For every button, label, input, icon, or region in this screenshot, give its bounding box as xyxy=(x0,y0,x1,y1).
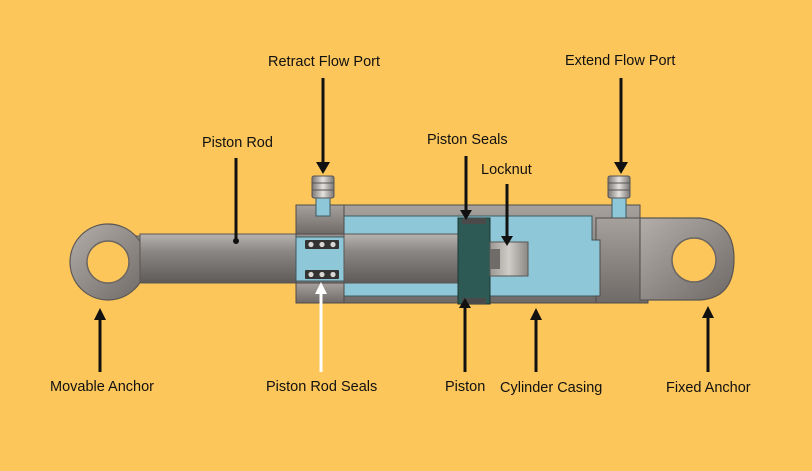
label-retract-flow-port: Retract Flow Port xyxy=(268,54,380,70)
label-locknut: Locknut xyxy=(481,162,532,178)
retract-port-fitting xyxy=(311,175,335,199)
piston-rod-seals xyxy=(305,240,339,279)
piston-rod-inner xyxy=(343,233,459,284)
label-piston: Piston xyxy=(445,379,486,395)
locknut xyxy=(489,241,529,277)
label-extend-flow-port: Extend Flow Port xyxy=(565,53,676,69)
movable-anchor xyxy=(69,223,149,301)
extend-port-fitting xyxy=(607,175,631,199)
label-movable-anchor: Movable Anchor xyxy=(50,379,154,395)
label-piston-rod: Piston Rod xyxy=(202,135,273,151)
piston-seal-top xyxy=(462,218,486,224)
label-cylinder-casing: Cylinder Casing xyxy=(500,380,603,396)
leader-arrows xyxy=(94,78,714,372)
label-piston-rod-seals: Piston Rod Seals xyxy=(266,379,378,395)
label-fixed-anchor: Fixed Anchor xyxy=(666,380,751,396)
piston-seal-bottom xyxy=(462,298,486,304)
piston xyxy=(457,217,491,305)
fixed-anchor xyxy=(595,217,735,304)
label-piston-seals: Piston Seals xyxy=(427,132,508,148)
